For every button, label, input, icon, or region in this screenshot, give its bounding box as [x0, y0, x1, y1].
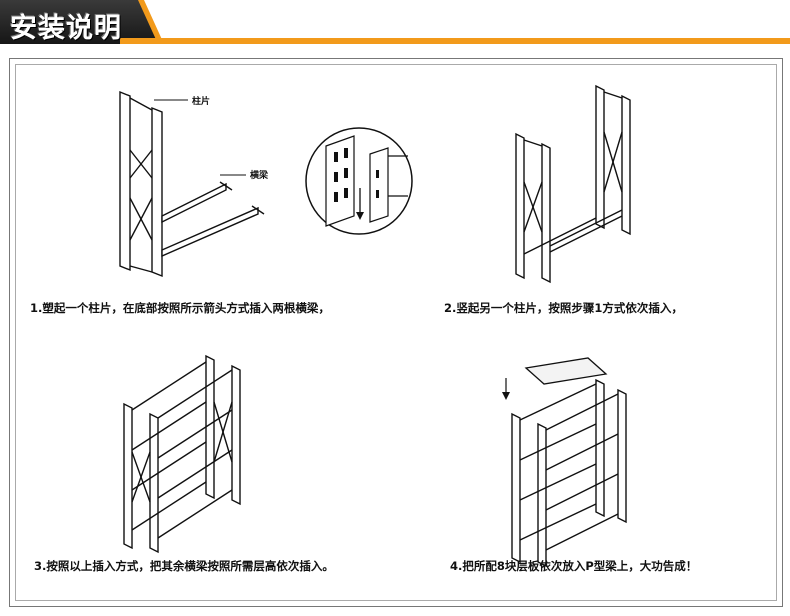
step1-caption: 1.塑起一个柱片，在底部按照所示箭头方式插入两根横梁，: [30, 301, 330, 315]
title-tab: [0, 0, 158, 44]
step2-caption: 2.竖起另一个柱片，按照步骤1方式依次插入，: [444, 301, 683, 315]
header-bar: 安装说明: [0, 0, 790, 46]
step3-caption: 3.按照以上插入方式，把其余横梁按照所需层高依次插入。: [34, 559, 334, 573]
step1-diagram: [119, 90, 265, 278]
arrow-down-icon: [502, 392, 510, 400]
upright-label: 柱片: [192, 97, 211, 107]
instruction-panel: [15, 64, 777, 601]
step4-caption: 4.把所配8块层板依次放入P型梁上，大功告成！: [450, 559, 698, 573]
title-underline: [120, 38, 790, 44]
step2-diagram: [515, 84, 631, 284]
page-title: 安装说明: [10, 13, 122, 44]
hook-detail-diagram: [305, 127, 413, 235]
step3-diagram: [123, 354, 241, 554]
beam-label: 横梁: [250, 171, 269, 181]
step4-diagram: [502, 357, 627, 568]
arrow-down-icon: [356, 212, 364, 220]
